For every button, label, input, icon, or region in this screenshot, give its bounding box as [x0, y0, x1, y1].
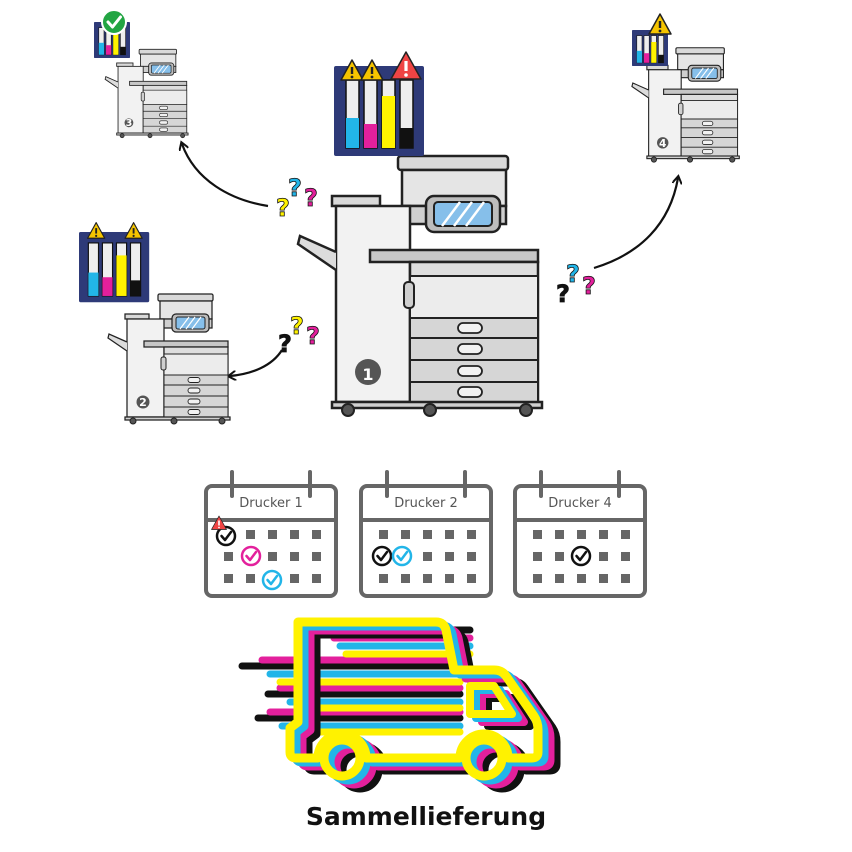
alert-icon — [390, 51, 422, 80]
calendar-printer-2: Drucker 2 — [359, 470, 493, 598]
question-mark-icon: ? — [304, 184, 318, 212]
printer-number: 1 — [362, 365, 373, 384]
arrow-to-printer-3 — [182, 144, 269, 208]
check-circle-icon — [570, 545, 592, 567]
printer-3: 3 — [104, 48, 189, 139]
question-cluster-top: ? ? ? — [276, 174, 319, 223]
warning-icon — [124, 222, 143, 239]
question-mark-icon: ? — [556, 280, 570, 308]
question-cluster-right: ? ? ? — [556, 260, 597, 309]
printer-number: 4 — [659, 138, 666, 150]
warning-icon — [648, 13, 672, 35]
delivery-truck-icon — [238, 622, 556, 788]
caption-title: Sammellieferung — [305, 802, 547, 831]
toner-panel-printer-1 — [333, 51, 425, 157]
calendar-printer-4: Drucker 4 — [513, 470, 647, 598]
warning-icon — [86, 222, 106, 239]
calendar-printer-1: Drucker 1 — [204, 470, 338, 598]
question-mark-icon: ? — [278, 330, 292, 358]
question-mark-icon: ? — [582, 272, 596, 300]
check-circle-icon — [240, 545, 262, 567]
checkmark-icon — [100, 8, 128, 36]
check-circle-icon — [391, 545, 413, 567]
arrow-to-printer-2 — [230, 349, 283, 376]
printer-number: 3 — [126, 118, 133, 129]
calendar-title: Drucker 2 — [394, 496, 458, 511]
check-circle-icon — [371, 545, 393, 567]
question-mark-icon: ? — [276, 194, 290, 222]
question-mark-icon: ? — [290, 312, 304, 340]
printer-2: 2 — [107, 293, 231, 425]
printer-number: 2 — [139, 396, 147, 409]
toner-panel-printer-4 — [631, 29, 669, 67]
printer-1: 1 — [296, 154, 544, 418]
check-circle-icon — [261, 569, 283, 591]
question-mark-icon: ? — [306, 322, 320, 350]
calendar-title: Drucker 1 — [239, 496, 303, 511]
question-mark-icon: ? — [566, 260, 580, 288]
printer-4: 4 — [631, 47, 740, 163]
question-cluster-left: ? ? ? — [278, 312, 321, 359]
toner-panel-printer-2 — [78, 222, 150, 303]
question-mark-icon: ? — [288, 174, 302, 202]
arrow-to-printer-4 — [593, 178, 678, 270]
calendar-title: Drucker 4 — [548, 496, 612, 511]
